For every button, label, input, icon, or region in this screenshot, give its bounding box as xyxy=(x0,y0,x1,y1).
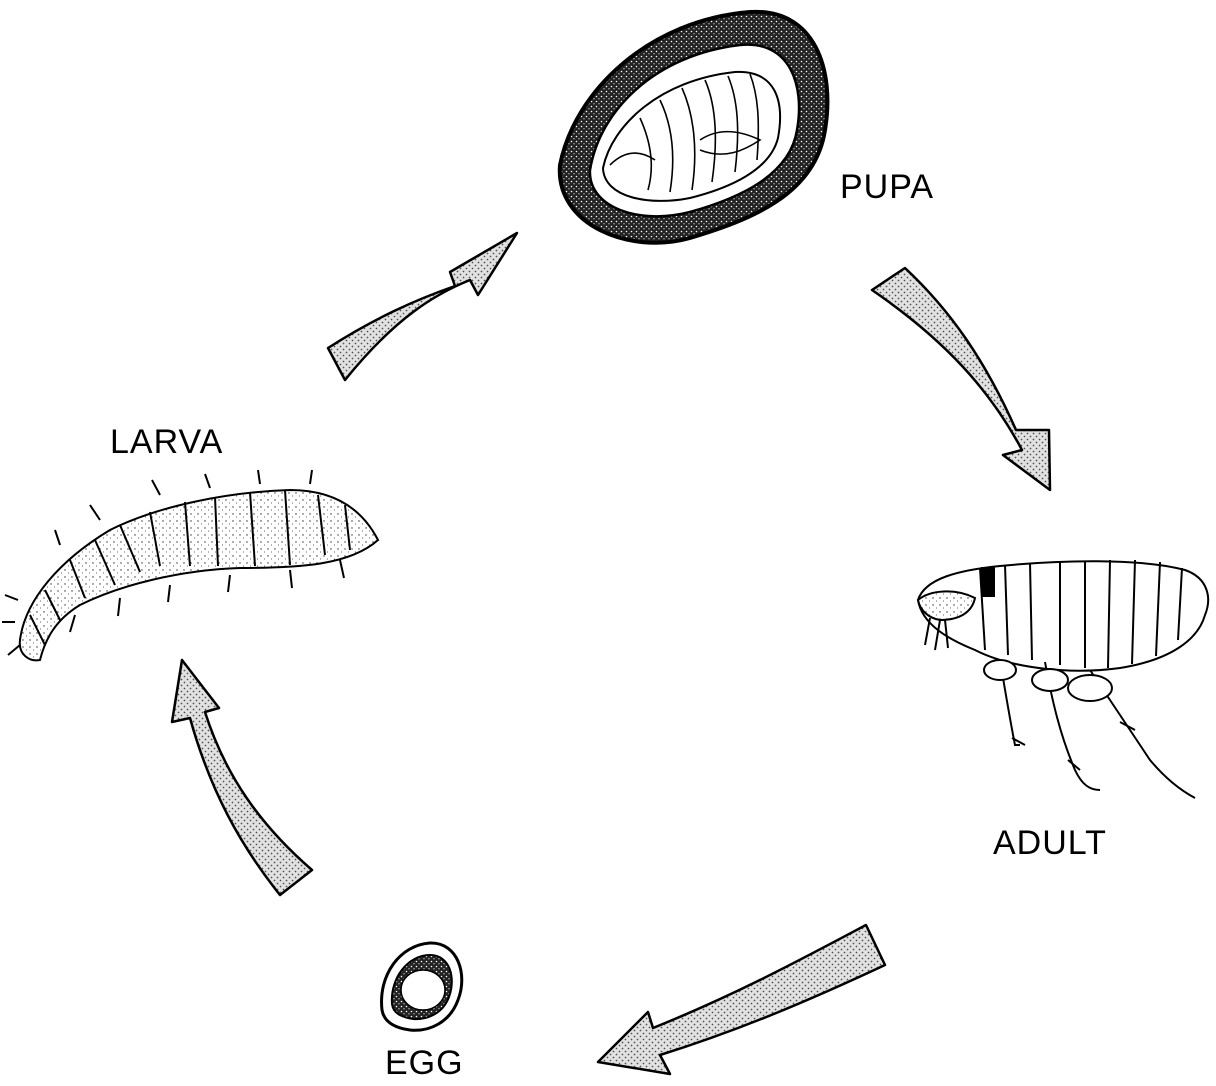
arrow-pupa-to-adult xyxy=(872,268,1050,490)
egg-label: EGG xyxy=(385,1046,464,1080)
pupa-label: PUPA xyxy=(840,170,934,204)
egg-illustration xyxy=(382,943,462,1030)
adult-label: ADULT xyxy=(993,826,1107,860)
larva-label: LARVA xyxy=(110,425,223,459)
arrow-adult-to-egg xyxy=(598,925,885,1074)
arrow-larva-to-pupa xyxy=(328,233,517,380)
adult-flea-illustration xyxy=(918,560,1208,798)
arrow-egg-to-larva xyxy=(172,660,312,895)
larva-illustration xyxy=(2,470,378,660)
pupa-illustration xyxy=(560,12,828,243)
